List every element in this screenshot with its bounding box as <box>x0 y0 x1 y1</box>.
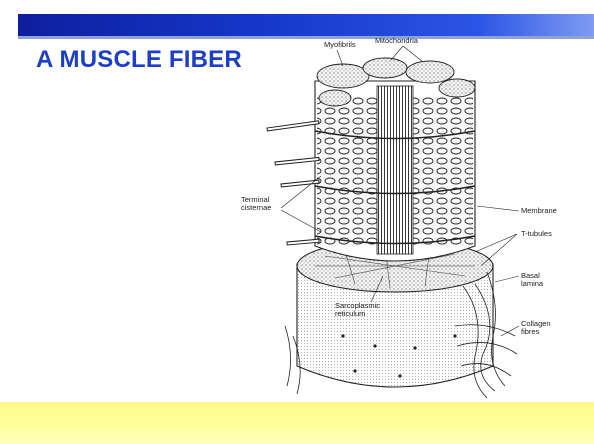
muscle-fiber-illustration: Myofibrils Mitochondria Terminal cistern… <box>225 36 575 398</box>
muscle-fiber-drawing <box>225 36 575 398</box>
label-sarcoplasmic-reticulum-2: reticulum <box>335 310 365 319</box>
label-t-tubules: T-tubules <box>521 230 552 239</box>
label-terminal-cisternae-2: cisternae <box>241 204 271 213</box>
label-myofibrils: Myofibrils <box>324 41 356 50</box>
footer-bar <box>0 402 594 444</box>
label-membrane: Membrane <box>521 207 557 216</box>
label-basal-lamina-2: lamina <box>521 280 543 289</box>
label-collagen-fibres-2: fibres <box>521 328 539 337</box>
cylinder-upper <box>315 58 475 261</box>
slide-title: A MUSCLE FIBER <box>36 46 242 74</box>
label-mitochondria: Mitochondria <box>375 37 418 46</box>
header-bar <box>18 14 594 36</box>
